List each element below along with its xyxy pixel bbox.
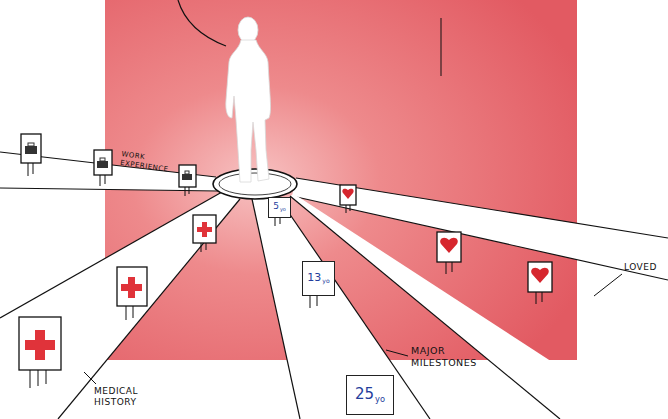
band-edge [0, 192, 222, 318]
leader-line [386, 350, 408, 356]
leader-line [594, 274, 622, 296]
age-suffix: yo [280, 206, 286, 212]
platform-circle [213, 169, 297, 199]
path-label: MEDICAL HISTORY [94, 386, 170, 409]
briefcase-card [94, 150, 112, 175]
red-cross-card [117, 267, 147, 306]
age-card: 13yo [302, 261, 335, 296]
band-edge [58, 199, 240, 419]
sketch-stroke [441, 18, 442, 76]
card-posts [28, 163, 542, 388]
path-label: MAJOR MILESTONES [411, 345, 503, 369]
age-number: 5 [273, 201, 279, 211]
age-suffix: yo [322, 277, 329, 284]
sketch-stroke [178, 0, 226, 46]
person-silhouette [226, 17, 271, 182]
band-edge [296, 178, 668, 238]
heart-card [528, 262, 552, 292]
age-suffix: yo [375, 394, 385, 404]
platform-circle [219, 173, 291, 195]
loved-band [292, 178, 668, 280]
heart-card [437, 232, 461, 262]
band-edge [252, 199, 300, 419]
age-number: 25 [355, 385, 374, 403]
age-number: 13 [307, 271, 321, 284]
red-cross-card [19, 317, 61, 370]
leader-line [84, 372, 96, 384]
briefcase-card [179, 165, 196, 187]
age-card: 5yo [268, 197, 291, 218]
red-cross-card [193, 215, 216, 243]
briefcase-card [21, 134, 41, 163]
heart-card [340, 185, 356, 205]
band-edge [290, 196, 560, 419]
extra-band [290, 194, 640, 419]
age-card: 25yo [346, 375, 394, 415]
medical-band [0, 192, 240, 419]
path-label: LOVED [624, 262, 664, 273]
band-edge [278, 197, 430, 419]
